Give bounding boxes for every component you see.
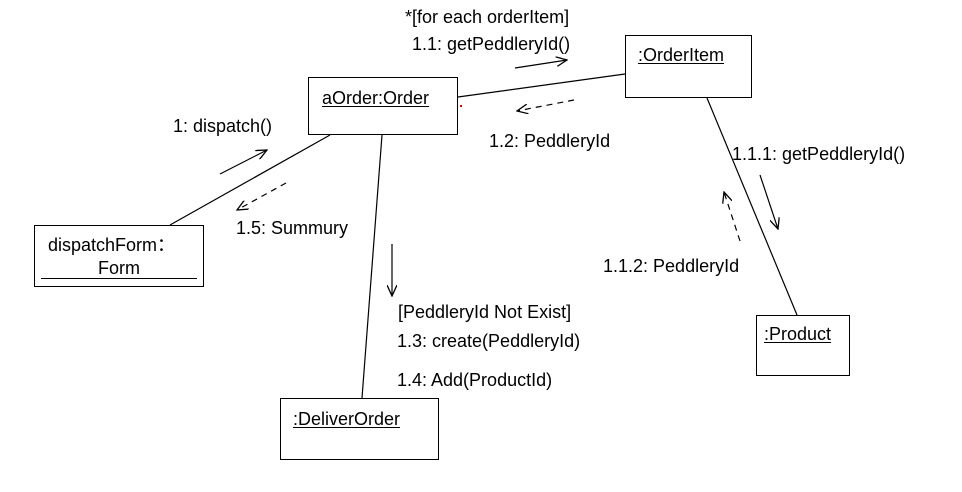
guard-for-each-orderitem: *[for each orderItem] — [405, 7, 570, 27]
message-1-4-label: 1.4: Add(ProductId) — [397, 370, 553, 390]
message-1-label: 1: dispatch() — [173, 116, 273, 136]
object-product[interactable]: :Product — [756, 315, 850, 376]
object-deliverorder[interactable]: :DeliverOrder — [280, 398, 439, 460]
object-dispatchform-name-line2: Form — [98, 258, 140, 278]
arrow-1-1-1-getpeddleryid — [759, 174, 778, 229]
object-dispatchform[interactable]: dispatchForm： Form — [34, 225, 204, 287]
object-aorder[interactable]: aOrder:Order — [308, 77, 458, 135]
object-product-name: :Product — [764, 324, 832, 344]
message-1-1-label: 1.1: getPeddleryId() — [412, 34, 571, 54]
link-orderitem-product — [706, 97, 798, 316]
object-orderitem[interactable]: :OrderItem — [625, 35, 752, 98]
link-order-orderitem — [457, 73, 626, 98]
arrow-1-1-getpeddleryid — [514, 60, 567, 69]
red-dot — [460, 105, 462, 107]
arrow-1-dispatch — [219, 150, 267, 175]
object-aorder-name: aOrder:Order — [322, 88, 430, 108]
guard-peddleryid-not-exist: [PeddleryId Not Exist] — [398, 302, 572, 322]
object-orderitem-name: :OrderItem — [638, 45, 725, 65]
message-1-1-1-label: 1.1.1: getPeddleryId() — [732, 144, 906, 164]
message-1-1-2-label: 1.1.2: PeddleryId — [603, 256, 740, 276]
object-deliverorder-name: :DeliverOrder — [293, 409, 401, 429]
arrow-1-5-summury-return — [237, 182, 287, 210]
object-dispatchform-name-line1: dispatchForm： — [48, 235, 176, 255]
message-1-3-label: 1.3: create(PeddleryId) — [397, 331, 581, 351]
link-order-dispatch — [169, 134, 331, 226]
arrow-1-1-2-peddleryid-return — [724, 192, 741, 242]
link-order-deliver — [361, 134, 383, 399]
message-1-5-label: 1.5: Summury — [236, 218, 349, 238]
object-dispatchform-underline — [41, 278, 197, 279]
arrow-1-2-peddleryid-return — [517, 99, 575, 111]
message-1-2-label: 1.2: PeddleryId — [489, 131, 611, 151]
